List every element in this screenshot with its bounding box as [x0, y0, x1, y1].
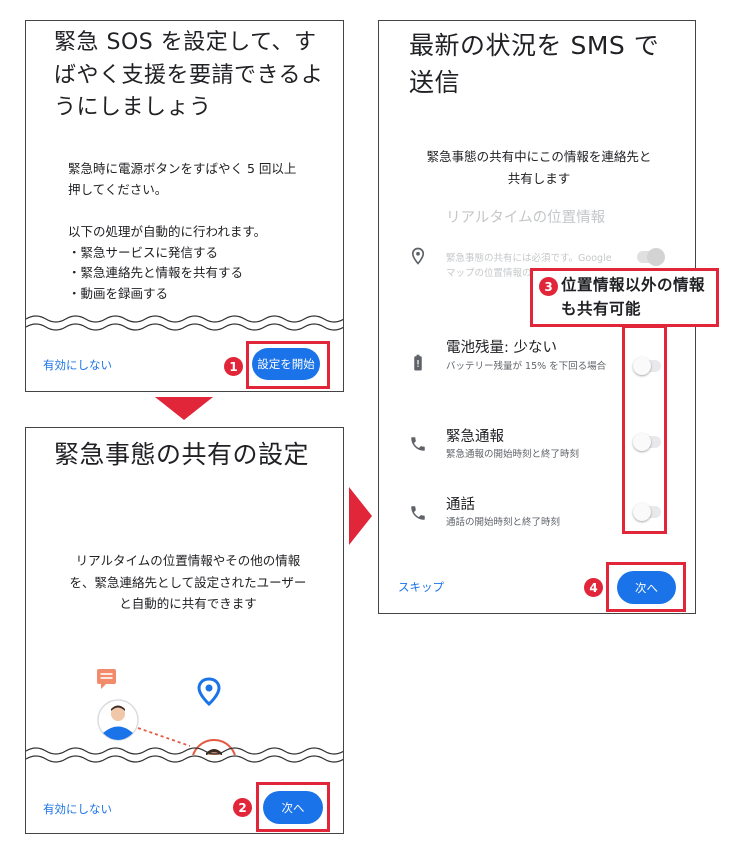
list-item: ・緊急連絡先と情報を共有する [68, 265, 244, 280]
instruction-text: 緊急時に電源ボタンをすばやく 5 回以上 押してください。 [68, 159, 318, 200]
row-subtitle-battery: バッテリー残量が 15% を下回る場合 [446, 361, 607, 372]
emergency-call-toggle[interactable] [633, 433, 661, 451]
step-badge: 3 [539, 277, 558, 296]
list-item: ・動画を録画する [68, 285, 169, 301]
page-title: 最新の状況を SMS で送信 [409, 31, 660, 97]
skip-button[interactable]: 有効にしない [43, 358, 112, 372]
auto-actions-heading: 以下の処理が自動的に行われます。 [68, 224, 267, 239]
flow-arrow-right [349, 487, 372, 545]
instruction-line: 緊急時に電源ボタンをすばやく 5 回以上 [68, 161, 297, 176]
battery-icon [414, 354, 422, 371]
phone-icon [411, 506, 425, 520]
row-title-emergency-call: 緊急通報 [446, 429, 504, 445]
step-badge: 4 [584, 578, 603, 597]
next-button[interactable]: 次へ [263, 791, 323, 824]
screen-emergency-sharing-setup: 緊急事態の共有の設定 リアルタイムの位置情報やその他の情報を、緊急連絡先として設… [25, 427, 344, 834]
callout-box: 3 位置情報以外の情報も共有可能 [530, 268, 719, 327]
next-button[interactable]: 次へ [617, 571, 676, 604]
contact-avatar [97, 699, 139, 741]
torn-edge-divider [26, 747, 343, 767]
row-subtitle-calls: 通話の開始時刻と終了時刻 [446, 517, 561, 528]
list-item: ・緊急サービスに発信する [68, 244, 219, 260]
row-title-battery: 電池残量: 少ない [446, 340, 557, 356]
description-text: リアルタイムの位置情報やその他の情報を、緊急連絡先として設定されたユーザーと自動… [69, 553, 307, 611]
start-setup-button[interactable]: 設定を開始 [252, 348, 320, 380]
row-subtitle-emergency-call: 緊急通報の開始時刻と終了時刻 [446, 449, 580, 460]
skip-button[interactable]: スキップ [398, 580, 444, 594]
screen-emergency-sos-setup: 緊急 SOS を設定して、すばやく支援を要請できるようにしましょう 緊急時に電源… [25, 20, 344, 392]
step-badge: 2 [233, 798, 252, 817]
location-pin-icon [197, 677, 221, 707]
location-pin-icon [411, 247, 425, 265]
location-toggle [637, 248, 665, 266]
calls-toggle[interactable] [633, 503, 661, 521]
torn-edge-divider [26, 315, 343, 335]
row-title-location: リアルタイムの位置情報 [446, 210, 606, 226]
message-icon [97, 669, 116, 689]
intro-text: 緊急事態の共有中にこの情報を連絡先と共有します [426, 149, 652, 186]
phone-icon [411, 437, 425, 451]
page-title: 緊急事態の共有の設定 [54, 440, 310, 469]
battery-toggle[interactable] [633, 357, 661, 375]
instruction-line: 押してください。 [68, 181, 168, 197]
callout-text: 位置情報以外の情報も共有可能 [561, 276, 706, 319]
auto-actions-list: 以下の処理が自動的に行われます。 ・緊急サービスに発信する ・緊急連絡先と情報を… [68, 222, 318, 304]
step-badge: 1 [224, 357, 243, 376]
skip-button[interactable]: 有効にしない [43, 802, 112, 816]
flow-arrow-down [155, 397, 213, 420]
row-title-calls: 通話 [446, 497, 475, 513]
page-title: 緊急 SOS を設定して、すばやく支援を要請できるようにしましょう [54, 30, 324, 121]
